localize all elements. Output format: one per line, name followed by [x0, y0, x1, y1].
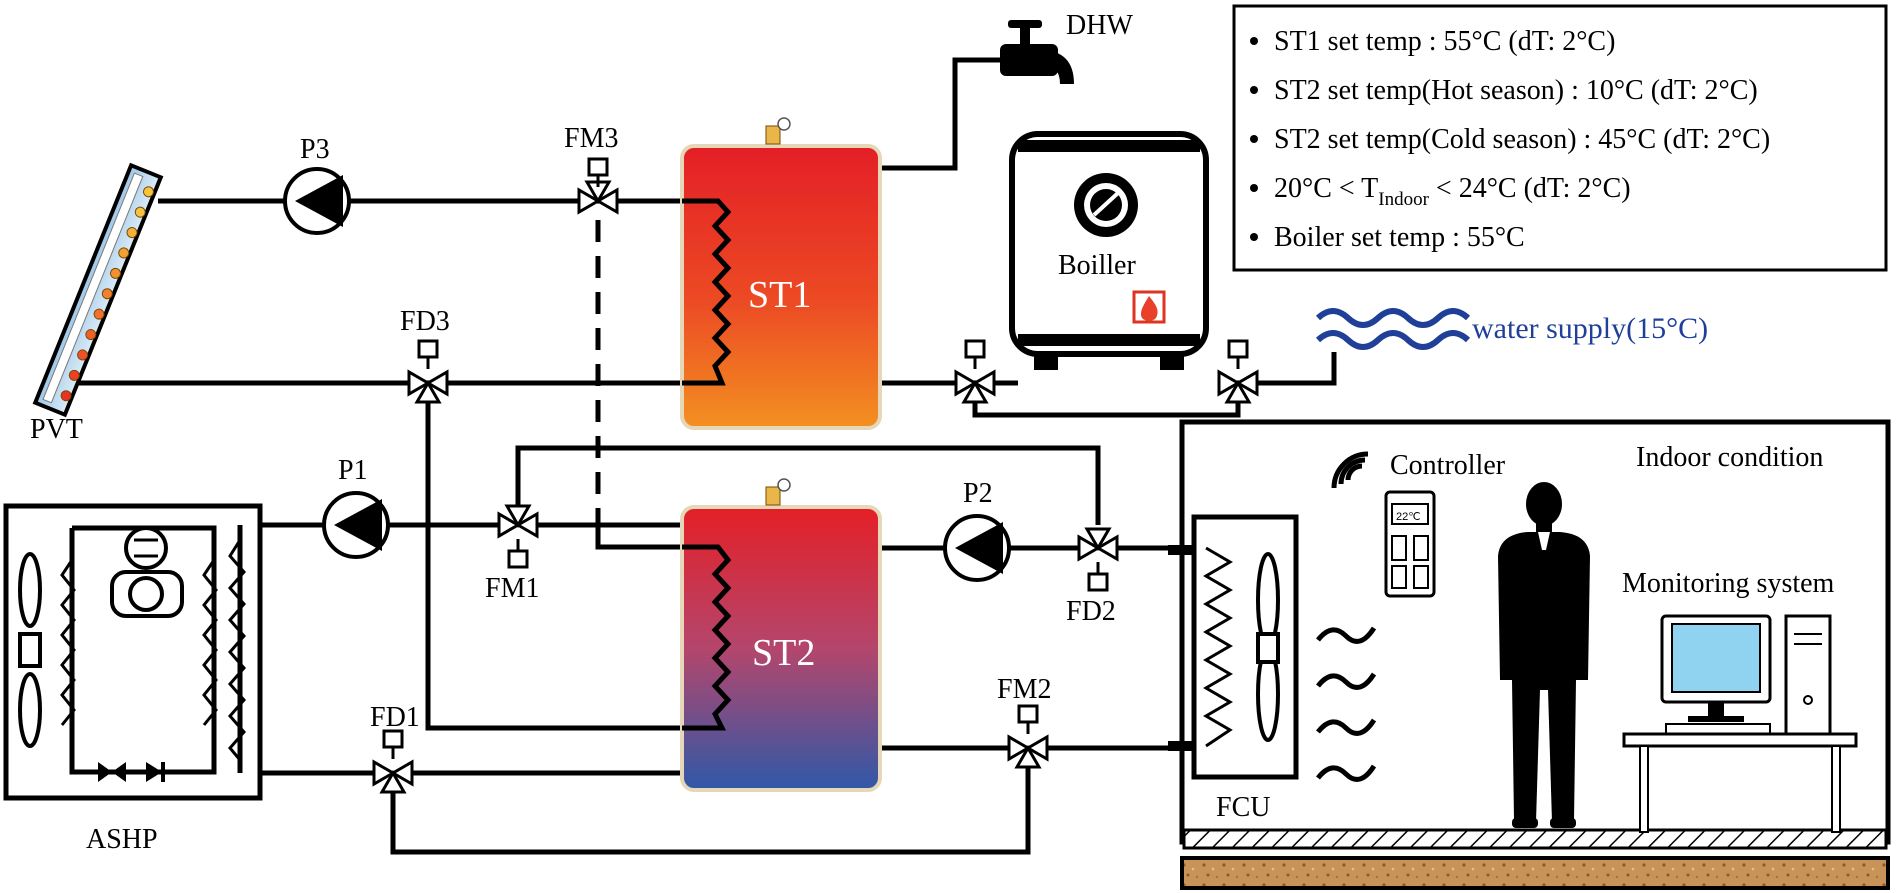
tank-st1-gauge-icon — [765, 117, 791, 145]
valve-fd3[interactable] — [407, 339, 449, 404]
info-line-3: ST2 set temp(Cold season) : 45°C (dT: 2°… — [1274, 124, 1770, 155]
tank-st2-label: ST2 — [752, 632, 815, 674]
flame-icon — [1132, 290, 1166, 324]
pvt-collector — [32, 162, 164, 418]
pump-p1[interactable] — [322, 491, 390, 559]
valve-boiler-right[interactable] — [1217, 339, 1259, 404]
monitoring-system-label: Monitoring system — [1622, 568, 1835, 599]
valve-fd1[interactable] — [372, 729, 414, 794]
wifi-icon — [1331, 451, 1369, 489]
info-line-1: ST1 set temp : 55°C (dT: 2°C) — [1274, 26, 1615, 57]
pump-p3-label: P3 — [300, 134, 330, 165]
fcu-label: FCU — [1216, 792, 1270, 823]
ashp-fan-icon — [18, 552, 42, 748]
info-line-4: 20°C < TIndoor < 24°C (dT: 2°C) — [1274, 173, 1631, 210]
person-icon — [1498, 482, 1590, 828]
indoor-room — [1179, 419, 1891, 890]
dhw-faucet-icon — [1000, 20, 1074, 84]
tank-st2-gauge-icon — [765, 478, 791, 506]
dhw-label: DHW — [1066, 10, 1133, 41]
pipe-network — [64, 57, 1337, 855]
water-supply-label: water supply(15°C) — [1472, 312, 1708, 345]
water-supply-wave-icon — [1315, 308, 1471, 350]
ashp-label: ASHP — [86, 824, 158, 855]
indoor-condition-label: Indoor condition — [1636, 442, 1823, 473]
valve-fd3-label: FD3 — [400, 306, 450, 337]
airflow-icon — [1316, 626, 1377, 782]
fcu-fan-icon — [1256, 552, 1280, 742]
tank-st1 — [680, 117, 882, 430]
valve-fm3-label: FM3 — [564, 123, 618, 154]
monitoring-system[interactable] — [1622, 614, 1858, 833]
ashp-unit — [3, 503, 263, 801]
boiler — [1009, 131, 1209, 370]
compressor-icon — [110, 526, 184, 618]
valve-boiler-left[interactable] — [954, 339, 996, 404]
controller-display: 22℃ — [1396, 511, 1421, 523]
setpoint-info-box — [1232, 4, 1888, 272]
info-line-2: ST2 set temp(Hot season) : 10°C (dT: 2°C… — [1274, 75, 1758, 106]
expansion-valve-icon — [98, 762, 165, 782]
valve-fm3[interactable] — [577, 157, 619, 214]
pump-p2[interactable] — [943, 514, 1011, 582]
valve-fm1[interactable] — [497, 504, 539, 569]
valve-fm1-label: FM1 — [485, 573, 539, 604]
valve-fd1-label: FD1 — [370, 702, 420, 733]
valve-fd2[interactable] — [1077, 527, 1119, 592]
tank-st1-label: ST1 — [748, 274, 811, 316]
pump-p3[interactable] — [283, 167, 351, 235]
boiler-label: Boiller — [1058, 250, 1136, 281]
pump-p2-label: P2 — [963, 478, 993, 509]
controller-device[interactable] — [1384, 490, 1436, 598]
fcu-unit — [1168, 514, 1299, 780]
valve-fm2-label: FM2 — [997, 674, 1051, 705]
pvt-label: PVT — [30, 414, 83, 445]
valve-fm2[interactable] — [1007, 704, 1049, 769]
valve-fd2-label: FD2 — [1066, 596, 1116, 627]
boiler-logo-icon — [1074, 173, 1138, 237]
info-line-5: Boiler set temp : 55°C — [1274, 222, 1525, 253]
controller-label: Controller — [1390, 450, 1506, 481]
tank-st2 — [680, 478, 882, 792]
pump-p1-label: P1 — [338, 455, 368, 486]
